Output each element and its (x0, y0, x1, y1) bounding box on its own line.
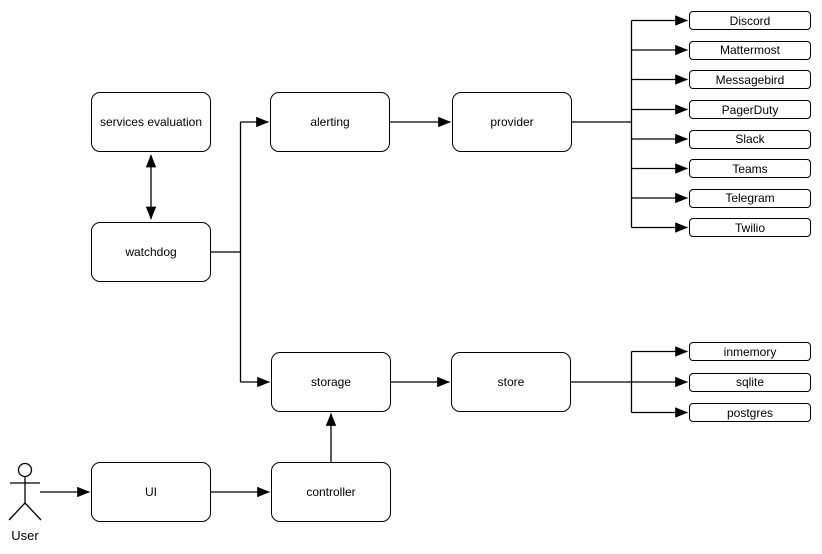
node-store: store (451, 352, 571, 412)
leaf-provider-messagebird: Messagebird (689, 70, 811, 89)
leaf-provider-slack: Slack (689, 129, 811, 149)
leaf-store-sqlite: sqlite (689, 372, 811, 392)
leaf-provider-teams: Teams (689, 159, 811, 178)
node-controller: controller (271, 462, 391, 522)
leaf-store-inmemory: inmemory (689, 342, 811, 361)
node-alerting: alerting (270, 92, 390, 152)
leaf-provider-twilio: Twilio (689, 218, 811, 237)
edge-store-trunk (571, 351, 633, 413)
edge-provider-trunk (572, 20, 633, 228)
edge-watchdog-trunk (211, 122, 242, 382)
node-ui: UI (91, 462, 211, 522)
leaf-provider-mattermost: Mattermost (689, 40, 811, 60)
leaf-provider-pagerduty: PagerDuty (689, 100, 811, 119)
node-provider: provider (452, 92, 572, 152)
user-actor-icon (8, 462, 42, 521)
node-watchdog: watchdog (91, 222, 211, 282)
leaf-provider-telegram: Telegram (689, 188, 811, 208)
user-actor-label: User (11, 528, 39, 543)
leaf-provider-discord: Discord (689, 11, 811, 30)
node-storage: storage (271, 352, 391, 412)
node-services-evaluation: services evaluation (91, 92, 211, 152)
leaf-store-postgres: postgres (689, 403, 811, 422)
